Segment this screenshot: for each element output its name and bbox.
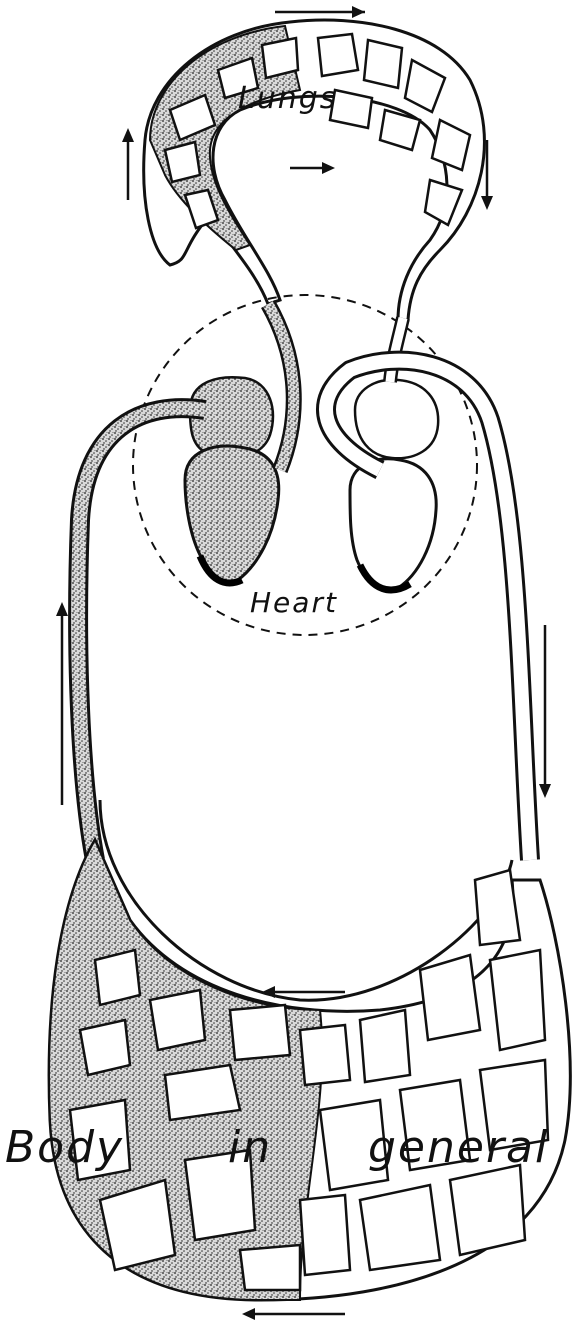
arrow-left-icon xyxy=(262,986,345,998)
left-atrium xyxy=(355,380,438,458)
heart-region: Heart xyxy=(133,295,477,635)
body-network: Body in general xyxy=(5,840,570,1300)
heart-boundary-dashed xyxy=(133,295,477,635)
vessels xyxy=(78,304,530,1000)
lungs-label: Lungs xyxy=(238,81,337,116)
arrow-up-icon xyxy=(56,602,68,805)
arrow-right-icon xyxy=(275,6,365,18)
arrow-down-icon xyxy=(539,625,551,798)
heart-label: Heart xyxy=(250,586,338,619)
body-label-word3: general xyxy=(368,1122,549,1173)
arrow-up-icon xyxy=(122,128,134,200)
body-label-word2: in xyxy=(228,1122,272,1173)
lungs-network: Lungs xyxy=(144,20,485,320)
arrow-left-icon xyxy=(242,1308,345,1320)
body-label-word1: Body xyxy=(5,1122,124,1173)
arrow-right-icon xyxy=(290,162,335,174)
